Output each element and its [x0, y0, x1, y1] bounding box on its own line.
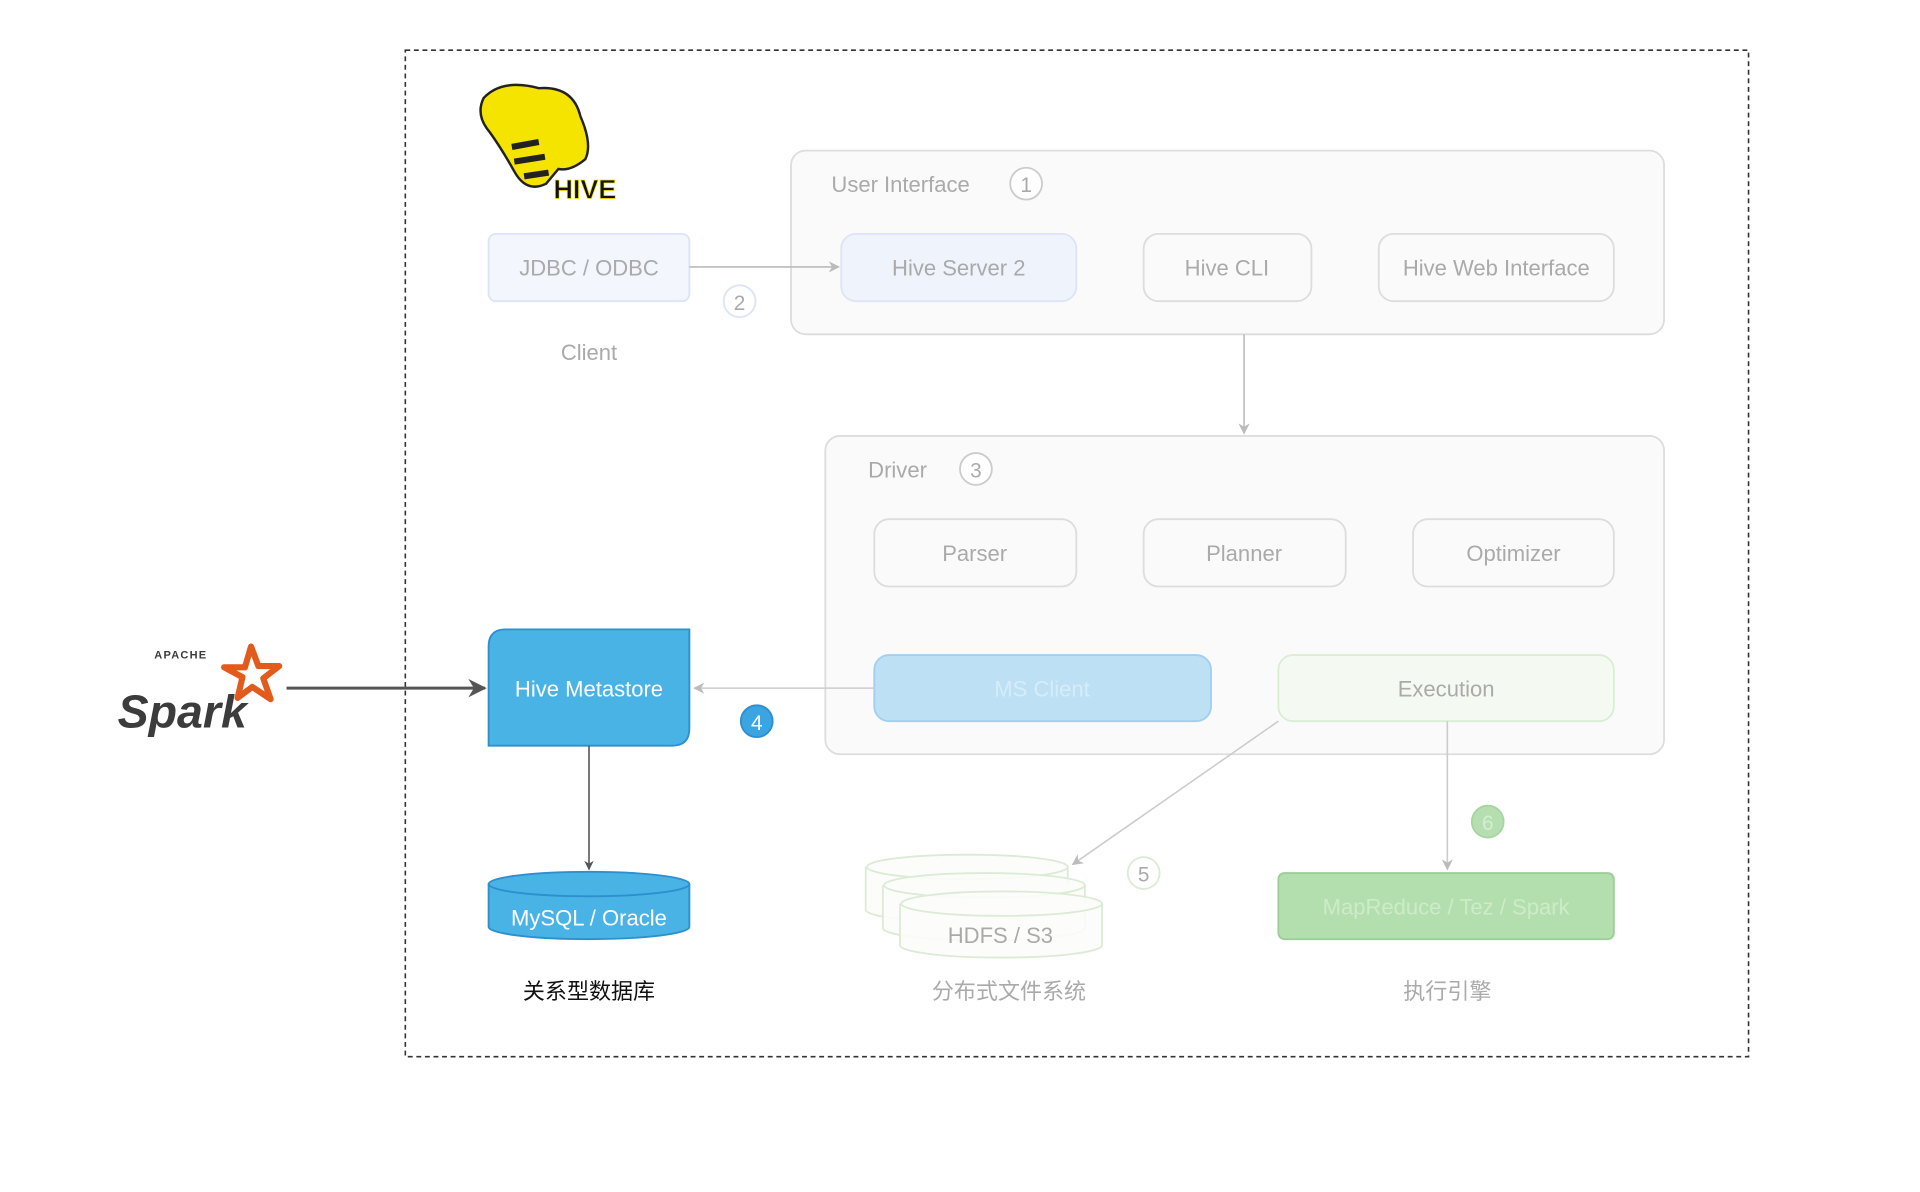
- step-3-badge: [959, 452, 993, 486]
- planner-box: [1142, 518, 1347, 588]
- step-4-badge: [739, 704, 774, 739]
- hive-logo-text: HIVE: [553, 174, 616, 204]
- ms-client-label: MS Client: [994, 677, 1090, 702]
- execution-engine-caption: 执行引擎: [1403, 979, 1491, 1004]
- hdfs-s3-label: HDFS / S3: [948, 923, 1053, 948]
- relational-db-caption: 关系型数据库: [523, 979, 655, 1004]
- mysql-oracle-cylinder: [487, 870, 691, 941]
- hive-server-2-box: [840, 232, 1078, 303]
- client-label: Client: [561, 340, 617, 365]
- hdfs-cylinders: [864, 853, 1103, 959]
- spark-logo-prefix: APACHE: [154, 650, 207, 662]
- execution-label: Execution: [1398, 677, 1495, 702]
- hive-cli-box: [1142, 232, 1313, 303]
- driver-title: Driver: [868, 458, 927, 483]
- mysql-oracle-label: MySQL / Oracle: [511, 906, 667, 931]
- hive-web-interface-label: Hive Web Interface: [1403, 256, 1590, 281]
- spark-logo-text: Spark: [118, 685, 249, 737]
- optimizer-label: Optimizer: [1466, 541, 1560, 566]
- step-2-label: 2: [734, 292, 746, 315]
- optimizer-box: [1412, 518, 1615, 588]
- step-5-badge: [1126, 856, 1161, 890]
- hive-boundary: [404, 49, 1750, 1058]
- distributed-fs-caption: 分布式文件系统: [932, 979, 1086, 1004]
- execution-box: [1277, 654, 1615, 723]
- step-6-badge: [1470, 804, 1505, 839]
- execution-engine-box: [1277, 872, 1615, 941]
- planner-label: Planner: [1206, 541, 1282, 566]
- step-5-label: 5: [1138, 864, 1150, 887]
- step-6-label: 6: [1482, 812, 1494, 835]
- hive-metastore-label: Hive Metastore: [515, 677, 663, 702]
- step-1-badge: [1009, 166, 1043, 201]
- hive-logo: HIVE: [479, 83, 617, 205]
- user-interface-title: User Interface: [831, 172, 969, 197]
- step-2-badge: [722, 284, 757, 319]
- execution-engine-label: MapReduce / Tez / Spark: [1323, 895, 1571, 920]
- arrow-execution-to-hdfs: [1071, 720, 1279, 866]
- spark-logo: APACHE Spark: [118, 643, 283, 737]
- hive-server-2-label: Hive Server 2: [892, 256, 1025, 281]
- step-3-label: 3: [970, 460, 982, 483]
- step-4-label: 4: [751, 712, 763, 735]
- parser-label: Parser: [942, 541, 1007, 566]
- parser-box: [873, 518, 1078, 588]
- jdbc-odbc-label: JDBC / ODBC: [519, 256, 659, 281]
- step-1-label: 1: [1020, 174, 1032, 197]
- hive-metastore-box: [487, 628, 691, 747]
- hive-web-interface-box: [1377, 232, 1615, 303]
- hive-cli-label: Hive CLI: [1185, 256, 1269, 281]
